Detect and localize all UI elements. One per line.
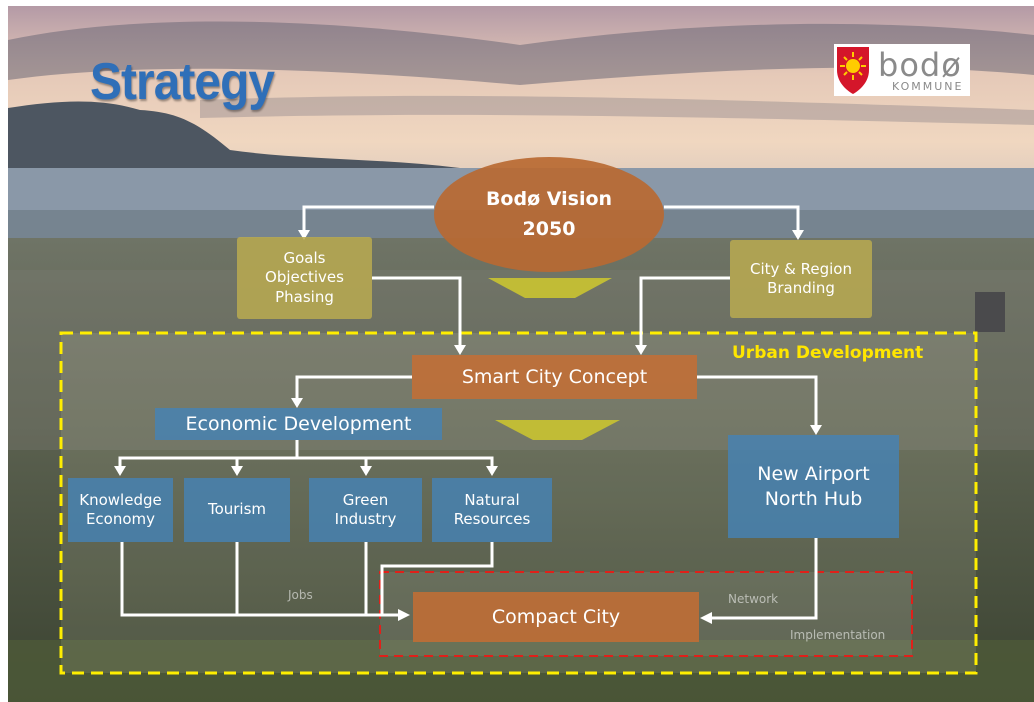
- branding-line-1: City & Region: [750, 259, 852, 278]
- knowledge-line-1: Knowledge: [79, 490, 162, 509]
- green-industry-node: Green Industry: [309, 478, 422, 542]
- down-arrow-icon: [488, 278, 612, 298]
- jobs-label: Jobs: [288, 588, 313, 602]
- goals-line-3: Phasing: [275, 287, 334, 306]
- green-line-1: Green: [342, 490, 389, 509]
- slide-title: Strategy: [90, 53, 275, 111]
- natural-resources-node: Natural Resources: [432, 478, 552, 542]
- green-line-2: Industry: [334, 510, 397, 528]
- down-arrow-icon: [495, 420, 620, 440]
- goals-node: Goals Objectives Phasing: [237, 237, 372, 319]
- airport-line-2: North Hub: [764, 487, 863, 510]
- bodo-kommune-logo: bodø KOMMUNE: [834, 44, 970, 96]
- goals-line-2: Objectives: [265, 268, 344, 287]
- airport-line-1: New Airport: [757, 462, 870, 485]
- coat-of-arms-icon: [837, 47, 869, 94]
- branding-line-2: Branding: [767, 279, 835, 297]
- smart-city-node: Smart City Concept: [412, 355, 697, 399]
- vision-line-1: Bodø Vision: [485, 188, 613, 211]
- goals-line-1: Goals: [283, 248, 326, 267]
- logo-subtitle: KOMMUNE: [892, 80, 964, 93]
- natural-line-1: Natural: [464, 490, 520, 509]
- knowledge-line-2: Economy: [85, 510, 156, 528]
- network-label: Network: [728, 592, 779, 606]
- vision-line-2: 2050: [522, 217, 576, 240]
- natural-line-2: Resources: [453, 510, 531, 528]
- knowledge-economy-node: Knowledge Economy: [68, 478, 173, 542]
- new-airport-node: New Airport North Hub: [728, 435, 899, 538]
- implementation-label: Implementation: [790, 628, 886, 642]
- economic-development-node: Economic Development: [155, 408, 442, 440]
- compact-city-node: Compact City: [413, 592, 699, 642]
- urban-development-label: Urban Development: [732, 343, 924, 363]
- tourism-node: Tourism: [184, 478, 290, 542]
- branding-node: City & Region Branding: [730, 240, 872, 318]
- vision-node: Bodø Vision 2050: [434, 157, 664, 272]
- logo-wordmark: bodø: [878, 46, 962, 84]
